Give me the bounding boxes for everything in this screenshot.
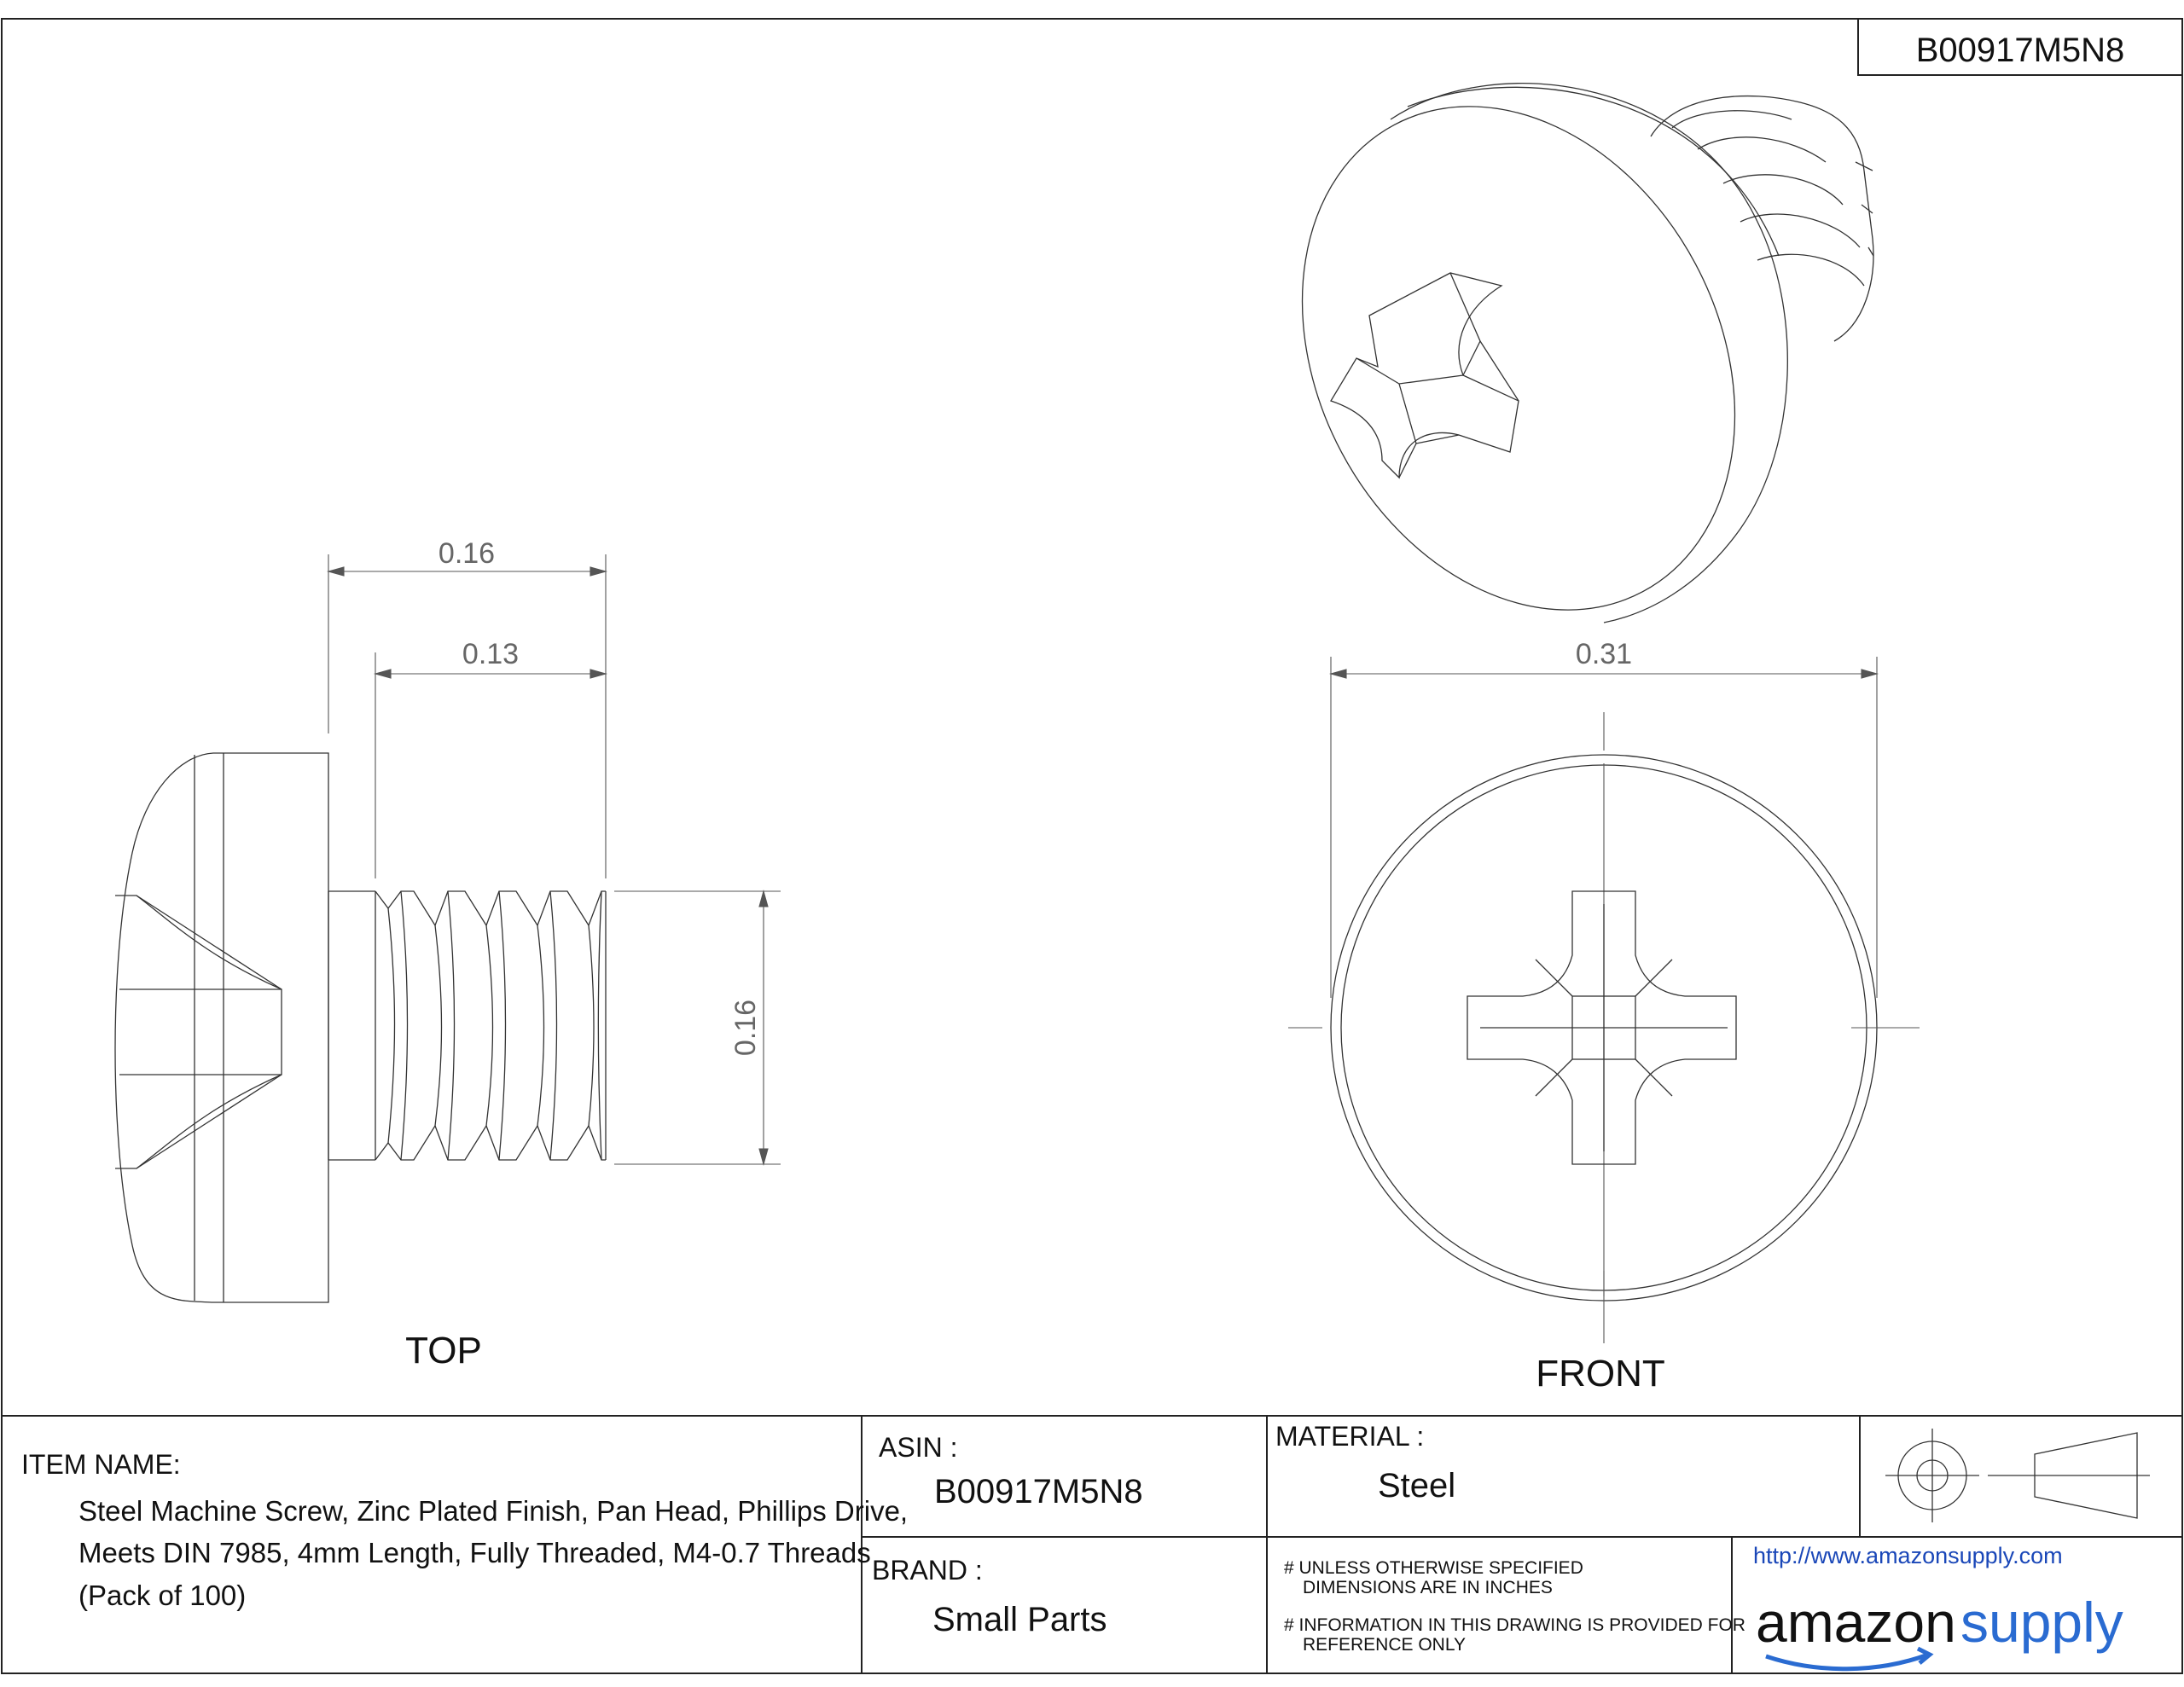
top-view: 0.16 0.13 0.16 TOP xyxy=(114,537,781,1371)
website-link[interactable]: http://www.amazonsupply.com xyxy=(1753,1543,2063,1568)
dim-top-thread-length xyxy=(373,652,608,878)
dim-top-thread-diameter xyxy=(614,889,781,1167)
dim-front-diameter xyxy=(1328,657,1879,998)
third-angle-projection-symbol xyxy=(1885,1429,2150,1522)
isometric-view xyxy=(1301,83,1874,623)
dim-top-thread-length-value: 0.13 xyxy=(462,638,519,670)
top-view-head xyxy=(114,752,329,1303)
logo-smile-arrow xyxy=(1765,1646,1934,1672)
asin-value: B00917M5N8 xyxy=(934,1473,1143,1510)
note-line-4: REFERENCE ONLY xyxy=(1303,1635,1466,1655)
material-label: MATERIAL : xyxy=(1275,1421,1424,1452)
item-name-label: ITEM NAME: xyxy=(21,1449,181,1480)
dim-top-overall xyxy=(326,554,608,878)
item-name-line-2: Meets DIN 7985, 4mm Length, Fully Thread… xyxy=(78,1537,871,1568)
front-view: 0.31 FRONT xyxy=(1288,638,1920,1394)
item-name-line-3: (Pack of 100) xyxy=(78,1580,246,1611)
drawing-id: B00917M5N8 xyxy=(1916,32,2125,69)
drawing-id-box: B00917M5N8 xyxy=(1857,18,2183,76)
dim-front-diameter-value: 0.31 xyxy=(1576,638,1632,670)
logo-amazon: amazon xyxy=(1756,1591,1956,1654)
phillips-recess xyxy=(1467,890,1737,1165)
note-line-2: DIMENSIONS ARE IN INCHES xyxy=(1303,1578,1553,1597)
asin-label: ASIN : xyxy=(879,1432,957,1463)
dim-top-thread-diameter-value: 0.16 xyxy=(729,1000,762,1056)
item-name-line-1: Steel Machine Screw, Zinc Plated Finish,… xyxy=(78,1495,908,1527)
title-block: ITEM NAME: Steel Machine Screw, Zinc Pla… xyxy=(2,1415,2182,1673)
sheet-border xyxy=(1,18,2183,1674)
dim-top-overall-value: 0.16 xyxy=(439,537,495,570)
note-line-3: # INFORMATION IN THIS DRAWING IS PROVIDE… xyxy=(1284,1615,1745,1635)
front-view-label: FRONT xyxy=(1536,1353,1665,1394)
note-line-1: # UNLESS OTHERWISE SPECIFIED xyxy=(1284,1558,1583,1578)
amazonsupply-logo: amazon supply xyxy=(1756,1591,2123,1672)
material-value: Steel xyxy=(1378,1467,1455,1504)
logo-supply: supply xyxy=(1960,1591,2123,1654)
top-view-label: TOP xyxy=(405,1330,482,1371)
brand-label: BRAND : xyxy=(872,1555,983,1586)
brand-value: Small Parts xyxy=(932,1601,1107,1638)
top-view-thread xyxy=(328,890,607,1161)
